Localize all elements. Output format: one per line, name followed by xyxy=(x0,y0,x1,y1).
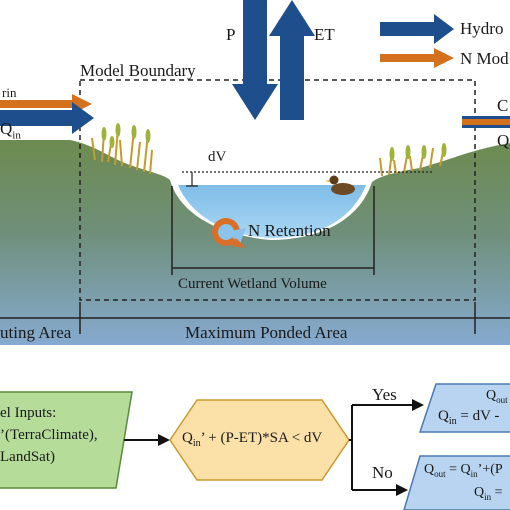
legend-n-arrow xyxy=(380,48,454,68)
yes-output-line: Qin = dV - xyxy=(438,408,500,427)
et-label: ET xyxy=(314,25,335,44)
decision-label: Qin’ + (P-ET)*SA < dV xyxy=(182,430,323,449)
p-label: P xyxy=(226,25,236,44)
precip-arrow xyxy=(232,0,278,120)
outflow-n-arrow xyxy=(462,119,510,125)
inputs-line-2: ’(TerraClimate), xyxy=(0,427,98,443)
yes-output-top: Qout xyxy=(486,388,508,405)
inflow-hydro-arrow xyxy=(0,102,94,134)
reeds-right-leaves xyxy=(389,143,447,161)
no-output-line-1: Qout = Qin’+(P xyxy=(424,462,503,479)
legend-n-label: N Mod xyxy=(460,49,509,68)
inputs-line-1: el Inputs: xyxy=(0,405,57,421)
contributing-area-label: uting Area xyxy=(0,323,72,342)
inflow-q-label: Qin xyxy=(0,119,21,142)
n-retention-icon xyxy=(212,218,246,248)
no-output-line-2: Qin = xyxy=(474,485,503,502)
current-volume-label: Current Wetland Volume xyxy=(178,276,327,292)
inflow-partial-label: rin xyxy=(2,85,17,100)
model-boundary-box xyxy=(79,79,476,301)
ground xyxy=(0,140,510,345)
yes-label: Yes xyxy=(372,385,397,404)
inflow-n-arrow xyxy=(0,94,92,114)
model-boundary-label: Model Boundary xyxy=(80,61,196,80)
max-ponded-area-label: Maximum Ponded Area xyxy=(185,323,348,342)
dv-label: dV xyxy=(208,149,227,165)
duck-icon xyxy=(325,175,355,195)
model-inputs-box xyxy=(0,391,133,489)
legend-hydro-label: Hydro xyxy=(460,19,504,38)
no-label: No xyxy=(372,463,393,482)
et-arrow xyxy=(269,0,315,120)
no-output-box xyxy=(403,455,510,510)
reeds-left-leaves xyxy=(101,123,151,148)
outflow-q-label: Q xyxy=(497,131,510,150)
inputs-line-3: LandSat) xyxy=(0,449,55,465)
yes-output-box xyxy=(418,383,510,433)
legend-hydro-arrow xyxy=(380,14,454,44)
outflow-c-label: C xyxy=(497,96,509,115)
n-retention-label: N Retention xyxy=(248,221,331,240)
